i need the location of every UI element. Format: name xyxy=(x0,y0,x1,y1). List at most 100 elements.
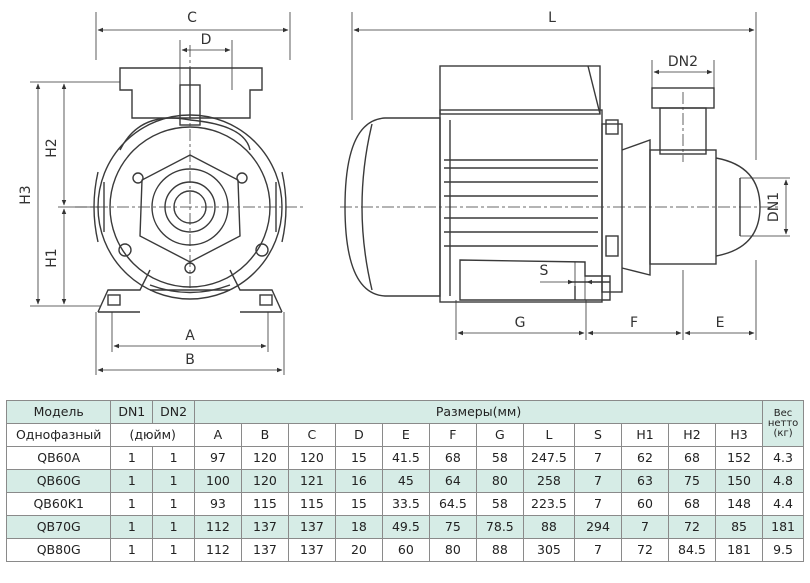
cell-weight: 4.8 xyxy=(762,469,804,493)
dim-label-h2: H2 xyxy=(44,138,60,157)
cell-f: 80 xyxy=(428,538,477,562)
cell-s: 7 xyxy=(574,538,622,562)
cell-weight: 9.5 xyxy=(762,538,804,562)
cell-f: 64.5 xyxy=(428,492,477,516)
cell-h3: 85 xyxy=(714,515,764,539)
cell-s: 294 xyxy=(574,515,622,539)
dim-label-dn1: DN1 xyxy=(766,192,782,222)
pump-dimension-drawing: C D H3 H2 H1 A B L DN2 DN1 S G F E xyxy=(18,10,790,375)
dim-label-a: A xyxy=(185,328,195,344)
dim-label-h1: H1 xyxy=(44,248,60,267)
spec-table: Модель DN1 DN2 Размеры(мм) Вес нетто (кг… xyxy=(5,400,804,562)
dim-label-g: G xyxy=(515,315,526,331)
cell-a: 93 xyxy=(193,492,242,516)
cell-d: 15 xyxy=(334,492,383,516)
cell-s: 7 xyxy=(574,492,622,516)
cell-b: 137 xyxy=(240,538,289,562)
cell-h3: 152 xyxy=(714,446,764,470)
cell-e: 41.5 xyxy=(381,446,430,470)
side-view xyxy=(340,65,780,303)
header-col-f: F xyxy=(428,423,477,447)
cell-b: 115 xyxy=(240,492,289,516)
header-col-a: A xyxy=(193,423,242,447)
cell-d: 16 xyxy=(334,469,383,493)
cell-h1: 60 xyxy=(621,492,669,516)
cell-h3: 150 xyxy=(714,469,764,493)
cell-s: 7 xyxy=(574,469,622,493)
dimension-labels: C D H3 H2 H1 A B L DN2 DN1 S G F E xyxy=(18,10,782,368)
cell-weight: 181 xyxy=(762,515,804,539)
header-col-l: L xyxy=(522,423,576,447)
cell-model: QB80G xyxy=(5,538,112,562)
cell-e: 60 xyxy=(381,538,430,562)
cell-dn2: 1 xyxy=(152,469,195,493)
header-dn1: DN1 xyxy=(110,400,154,424)
dim-label-l: L xyxy=(548,10,556,26)
cell-a: 97 xyxy=(193,446,242,470)
header-col-d: D xyxy=(334,423,383,447)
cell-f: 75 xyxy=(428,515,477,539)
cell-c: 137 xyxy=(287,515,336,539)
cell-h1: 7 xyxy=(621,515,669,539)
cell-a: 100 xyxy=(193,469,242,493)
cell-b: 120 xyxy=(240,446,289,470)
header-model: Модель xyxy=(5,400,112,424)
dim-label-dn2: DN2 xyxy=(668,54,698,70)
cell-b: 120 xyxy=(240,469,289,493)
header-inch: (дюйм) xyxy=(110,423,195,447)
cell-dn2: 1 xyxy=(152,538,195,562)
header-col-e: E xyxy=(381,423,430,447)
table-subheader-row: Однофазный (дюйм) A B C D E F G L S H1 H… xyxy=(5,423,804,447)
cell-d: 20 xyxy=(334,538,383,562)
cell-h1: 72 xyxy=(621,538,669,562)
cell-l: 258 xyxy=(522,469,576,493)
cell-h1: 62 xyxy=(621,446,669,470)
dim-label-f: F xyxy=(630,315,638,331)
front-view xyxy=(75,45,305,313)
cell-s: 7 xyxy=(574,446,622,470)
header-dimensions: Размеры(мм) xyxy=(193,400,764,424)
cell-d: 15 xyxy=(334,446,383,470)
cell-dn2: 1 xyxy=(152,446,195,470)
header-col-b: B xyxy=(240,423,289,447)
header-col-h2: H2 xyxy=(667,423,716,447)
dim-label-e: E xyxy=(716,315,725,331)
table-header-row: Модель DN1 DN2 Размеры(мм) Вес нетто (кг… xyxy=(5,400,804,447)
cell-l: 305 xyxy=(522,538,576,562)
cell-h3: 181 xyxy=(714,538,764,562)
header-col-h3: H3 xyxy=(714,423,764,447)
cell-e: 33.5 xyxy=(381,492,430,516)
cell-e: 45 xyxy=(381,469,430,493)
cell-h2: 72 xyxy=(667,515,716,539)
dim-label-h3: H3 xyxy=(18,185,34,204)
cell-model: QB60K1 xyxy=(5,492,112,516)
header-dn2: DN2 xyxy=(152,400,195,424)
cell-dn1: 1 xyxy=(110,446,154,470)
header-col-g: G xyxy=(475,423,524,447)
header-col-h1: H1 xyxy=(621,423,669,447)
cell-c: 115 xyxy=(287,492,336,516)
cell-h1: 63 xyxy=(621,469,669,493)
cell-weight: 4.4 xyxy=(762,492,804,516)
cell-model: QB60A xyxy=(5,446,112,470)
cell-f: 64 xyxy=(428,469,477,493)
header-col-s: S xyxy=(574,423,622,447)
dim-label-s: S xyxy=(540,263,549,279)
cell-g: 80 xyxy=(475,469,524,493)
cell-f: 68 xyxy=(428,446,477,470)
cell-dn2: 1 xyxy=(152,492,195,516)
cell-l: 88 xyxy=(522,515,576,539)
header-col-c: C xyxy=(287,423,336,447)
cell-g: 58 xyxy=(475,492,524,516)
dim-label-d: D xyxy=(201,32,212,48)
cell-dn1: 1 xyxy=(110,515,154,539)
cell-dn1: 1 xyxy=(110,492,154,516)
cell-a: 112 xyxy=(193,515,242,539)
cell-g: 58 xyxy=(475,446,524,470)
cell-a: 112 xyxy=(193,538,242,562)
